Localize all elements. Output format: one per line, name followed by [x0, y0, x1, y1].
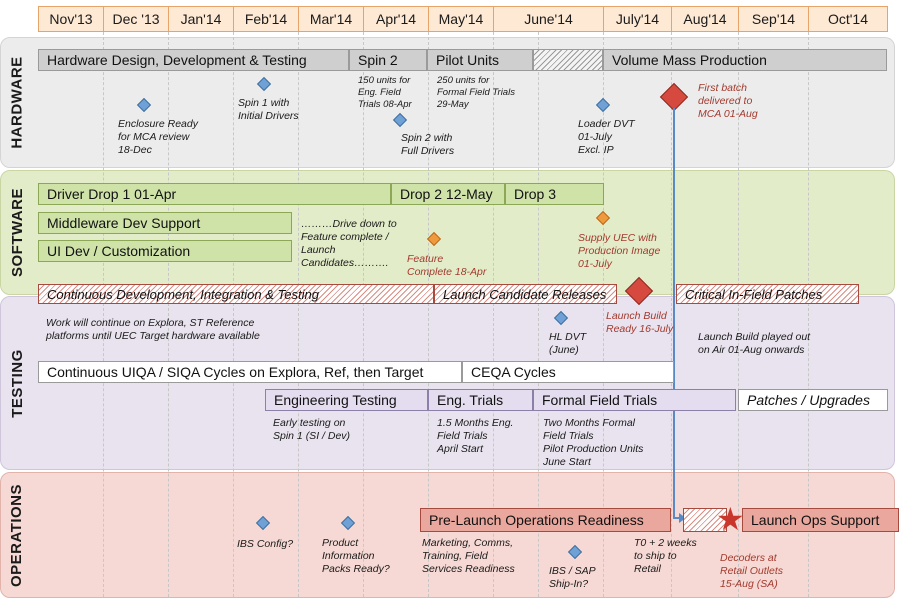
feature-complete-note: Feature Complete 18-Apr: [407, 253, 487, 278]
connector-arrow-line: [673, 517, 681, 519]
early-testing-note: Early testing on Spin 1 (SI / Dev): [273, 417, 351, 442]
month-header: May'14: [428, 6, 494, 32]
spin2-drivers-note: Spin 2 with Full Drivers: [401, 132, 455, 157]
month-divider: [103, 32, 104, 597]
driver-drop1-bar: Driver Drop 1 01-Apr: [38, 183, 391, 205]
pilot-units-note: 250 units for Formal Field Trials 29-May: [437, 75, 515, 110]
uiqa-bar: Continuous UIQA / SIQA Cycles on Explora…: [38, 361, 462, 383]
supply-uec-note: Supply UEC with Production Image 01-July: [578, 232, 661, 270]
first-batch-note: First batch delivered to MCA 01-Aug: [698, 82, 758, 120]
middleware-bar: Middleware Dev Support: [38, 212, 292, 234]
t0-note: T0 + 2 weeks to ship to Retail: [634, 537, 697, 575]
hw-gap-hatch: [533, 49, 603, 71]
eng-testing-bar: Engineering Testing: [265, 389, 428, 411]
connector-arrowhead-icon: [679, 513, 686, 523]
software-lane-label: SOFTWARE: [8, 187, 26, 277]
formal-trials-bar: Formal Field Trials: [533, 389, 736, 411]
ceqa-bar: CEQA Cycles: [462, 361, 674, 383]
month-divider: [808, 32, 809, 597]
month-divider: [363, 32, 364, 597]
month-divider: [298, 32, 299, 597]
loader-dvt-note: Loader DVT 01-July Excl. IP: [578, 118, 635, 156]
month-header: Sep'14: [738, 6, 809, 32]
testing-lane: [0, 296, 895, 470]
hw-design-bar: Hardware Design, Development & Testing: [38, 49, 349, 71]
ops-gap-hatch: [683, 508, 727, 532]
month-divider: [493, 32, 494, 597]
product-info-note: Product Information Packs Ready?: [322, 537, 390, 575]
pilot-units-bar: Pilot Units: [427, 49, 533, 71]
critical-patches-bar: Critical In-Field Patches: [676, 284, 859, 304]
month-divider: [738, 32, 739, 597]
marketing-note: Marketing, Comms, Training, Field Servic…: [422, 537, 515, 575]
drop2-bar: Drop 2 12-May: [391, 183, 505, 205]
launch-candidate-bar: Launch Candidate Releases: [434, 284, 617, 304]
month-header: Oct'14: [808, 6, 888, 32]
spin2-units-note: 150 units for Eng. Field Trials 08-Apr: [358, 75, 412, 110]
operations-lane-label: OPERATIONS: [8, 483, 26, 587]
month-header: June'14: [493, 6, 604, 32]
decoders-note: Decoders at Retail Outlets 15-Aug (SA): [720, 552, 784, 590]
first-batch-connector-line: [673, 108, 675, 518]
month-header: July'14: [603, 6, 672, 32]
hardware-lane-label: HARDWARE: [8, 56, 26, 149]
operations-lane: [0, 472, 895, 598]
volume-production-bar: Volume Mass Production: [603, 49, 887, 71]
continuous-dev-bar: Continuous Development, Integration & Te…: [38, 284, 434, 304]
month-divider: [603, 32, 604, 597]
month-header: Feb'14: [233, 6, 299, 32]
patches-bar: Patches / Upgrades: [738, 389, 888, 411]
spin1-note: Spin 1 with Initial Drivers: [238, 97, 299, 122]
month-header: Aug'14: [671, 6, 739, 32]
month-divider: [671, 32, 672, 597]
month-divider: [168, 32, 169, 597]
decoders-star-icon: ★: [716, 501, 745, 537]
launch-ops-bar: Launch Ops Support: [742, 508, 899, 532]
enclosure-note: Enclosure Ready for MCA review 18-Dec: [118, 118, 198, 156]
month-header: Nov'13: [38, 6, 104, 32]
drive-down-note: ………Drive down to Feature complete / Laun…: [301, 218, 397, 269]
ui-dev-bar: UI Dev / Customization: [38, 240, 292, 262]
ibs-config-note: IBS Config?: [237, 538, 294, 550]
month-divider: [428, 32, 429, 597]
drop3-bar: Drop 3: [505, 183, 604, 205]
month-header: Mar'14: [298, 6, 364, 32]
spin2-bar: Spin 2: [349, 49, 427, 71]
formal-trials-note: Two Months Formal Field Trials Pilot Pro…: [543, 417, 644, 468]
ibs-sap-note: IBS / SAP Ship-In?: [549, 565, 596, 590]
month-header: Dec '13: [103, 6, 169, 32]
pre-launch-bar: Pre-Launch Operations Readiness: [420, 508, 671, 532]
month-divider: [233, 32, 234, 597]
month-header: Apr'14: [363, 6, 429, 32]
month-header: Jan'14: [168, 6, 234, 32]
launch-played-note: Launch Build played out on Air 01-Aug on…: [698, 331, 811, 356]
launch-build-note: Launch Build Ready 16-July: [606, 310, 674, 335]
testing-lane-label: TESTING: [8, 348, 26, 418]
eng-trials-bar: Eng. Trials: [428, 389, 533, 411]
month-divider: [538, 32, 539, 597]
hl-dvt-note: HL DVT (June): [549, 331, 587, 356]
eng-trials-note: 1.5 Months Eng. Field Trials April Start: [437, 417, 514, 455]
work-continue-note: Work will continue on Explora, ST Refere…: [46, 317, 260, 342]
